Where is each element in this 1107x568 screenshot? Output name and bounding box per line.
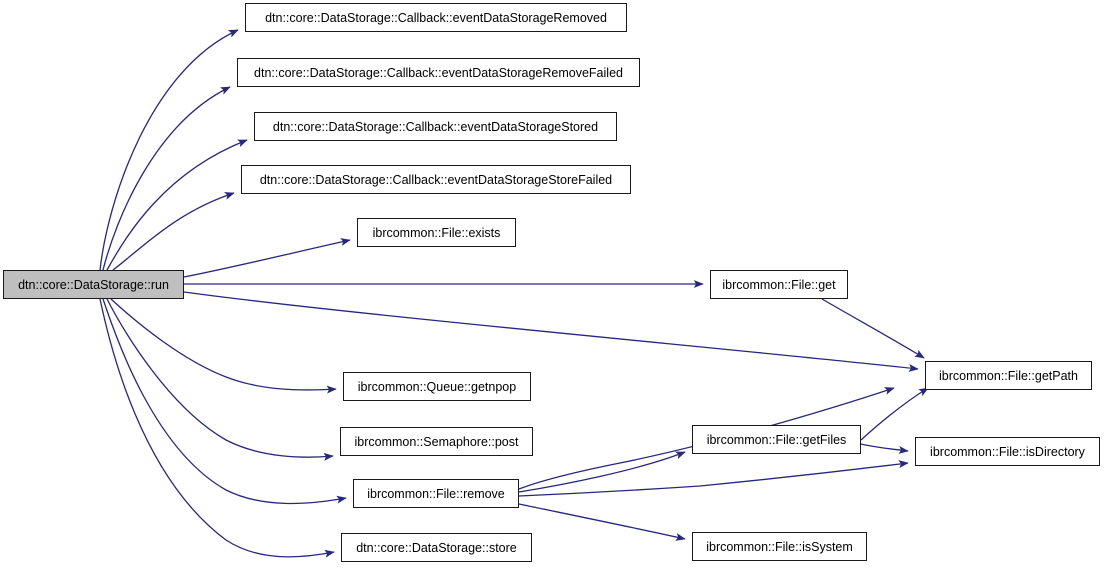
graph-node-label: ibrcommon::Queue::getnpop (357, 379, 517, 394)
graph-node-evRemoved[interactable]: dtn::core::DataStorage::Callback::eventD… (245, 3, 627, 32)
graph-edge-run-to-remove (102, 298, 347, 505)
graph-edge-run-to-post (106, 298, 334, 461)
graph-edge-remove-to-isSystem (518, 503, 686, 541)
graph-edge-run-to-exists (183, 238, 351, 278)
graph-node-label: ibrcommon::File::get (722, 277, 836, 292)
graph-node-label: dtn::core::DataStorage::run (18, 277, 169, 292)
graph-node-getPath[interactable]: ibrcommon::File::getPath (925, 361, 1092, 390)
graph-edge-remove-to-getPath (518, 387, 895, 490)
graph-edge-get-to-getPath (821, 298, 925, 359)
graph-node-store[interactable]: dtn::core::DataStorage::store (341, 533, 532, 562)
graph-node-evStored[interactable]: dtn::core::DataStorage::Callback::eventD… (254, 112, 617, 141)
graph-node-label: ibrcommon::File::getPath (939, 368, 1078, 383)
graph-node-isDirectory[interactable]: ibrcommon::File::isDirectory (915, 437, 1100, 466)
graph-edge-run-to-evStored (106, 139, 248, 271)
graph-node-remove[interactable]: ibrcommon::File::remove (353, 479, 519, 508)
edges (99, 29, 929, 558)
graph-node-label: dtn::core::DataStorage::Callback::eventD… (265, 10, 607, 25)
graph-node-label: ibrcommon::File::isDirectory (930, 444, 1085, 459)
graph-node-getFiles[interactable]: ibrcommon::File::getFiles (692, 425, 861, 454)
graph-edge-run-to-evRemoved (99, 29, 239, 271)
graph-node-label: ibrcommon::File::isSystem (706, 539, 853, 554)
graph-node-exists[interactable]: ibrcommon::File::exists (357, 218, 516, 247)
graph-edge-getFiles-to-getPath (860, 387, 929, 441)
graph-node-label: ibrcommon::File::exists (372, 225, 501, 240)
graph-edge-remove-to-isDirectory (518, 460, 909, 497)
graph-edge-remove-to-getFiles (518, 451, 686, 493)
graph-node-label: ibrcommon::Semaphore::post (354, 434, 519, 449)
graph-node-get[interactable]: ibrcommon::File::get (710, 270, 848, 299)
graph-node-label: dtn::core::DataStorage::Callback::eventD… (272, 119, 599, 134)
graph-node-label: dtn::core::DataStorage::Callback::eventD… (259, 172, 613, 187)
graph-edge-run-to-getnpop (110, 298, 337, 394)
graph-node-run[interactable]: dtn::core::DataStorage::run (3, 270, 184, 299)
graph-edge-run-to-evStoreFailed (112, 192, 235, 271)
graph-node-label: dtn::core::DataStorage::Callback::eventD… (254, 65, 623, 80)
graph-node-evRemoveFailed[interactable]: dtn::core::DataStorage::Callback::eventD… (237, 58, 640, 87)
graph-edge-run-to-evRemoveFailed (102, 86, 231, 271)
graph-edge-run-to-store (99, 298, 335, 558)
graph-node-getnpop[interactable]: ibrcommon::Queue::getnpop (343, 372, 531, 401)
graph-node-label: ibrcommon::File::remove (367, 486, 505, 501)
graph-node-post[interactable]: ibrcommon::Semaphore::post (340, 427, 533, 456)
graph-edge-run-to-getPath (183, 291, 919, 372)
graph-node-evStoreFailed[interactable]: dtn::core::DataStorage::Callback::eventD… (241, 165, 631, 194)
graph-node-isSystem[interactable]: ibrcommon::File::isSystem (692, 532, 867, 561)
graph-node-label: ibrcommon::File::getFiles (706, 432, 847, 447)
graph-node-label: dtn::core::DataStorage::store (356, 540, 517, 555)
graph-edge-getFiles-to-isDirectory (860, 443, 909, 454)
